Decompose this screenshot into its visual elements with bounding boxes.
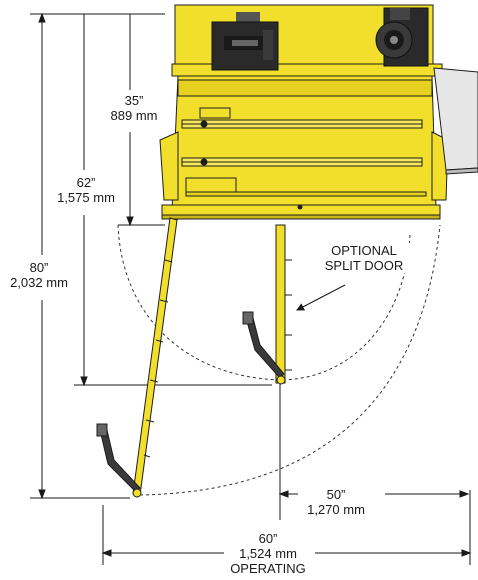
- gearbox-icon: [211, 12, 279, 71]
- dim-60-imperial: 60”: [258, 531, 278, 546]
- dim-62-metric: 1,575 mm: [57, 190, 115, 205]
- dim-62-imperial: 62”: [76, 175, 96, 190]
- dim-50-imperial: 50”: [326, 487, 346, 502]
- dim-35-metric: 889 mm: [110, 108, 158, 123]
- dimension-60-label: 60” 1,524 mm OPERATING: [224, 531, 312, 576]
- dim-80-imperial: 80”: [29, 260, 49, 275]
- callout-line-1: OPTIONAL: [331, 243, 397, 258]
- door-arm-split: [242, 224, 292, 385]
- split-door-callout: OPTIONAL SPLIT DOOR: [314, 243, 414, 273]
- dim-60-note: OPERATING: [230, 561, 306, 576]
- dim-50-metric: 1,270 mm: [307, 502, 365, 517]
- dimension-62-label: 62” 1,575 mm: [52, 175, 120, 205]
- dimension-35-label: 35” 889 mm: [104, 93, 164, 123]
- door-arm-operating: [96, 217, 178, 498]
- dimension-80-label: 80” 2,032 mm: [4, 260, 74, 290]
- dimension-lines: [30, 12, 472, 565]
- machine-body: [159, 4, 449, 220]
- dim-35-imperial: 35”: [124, 93, 144, 108]
- dim-60-metric: 1,524 mm: [239, 546, 297, 561]
- motor-icon: [375, 7, 429, 67]
- callout-line-2: SPLIT DOOR: [324, 258, 404, 273]
- dim-80-metric: 2,032 mm: [10, 275, 68, 290]
- dimension-50-label: 50” 1,270 mm: [298, 487, 374, 517]
- discharge-chute: [433, 67, 478, 175]
- door-swing-arcs: [117, 224, 441, 496]
